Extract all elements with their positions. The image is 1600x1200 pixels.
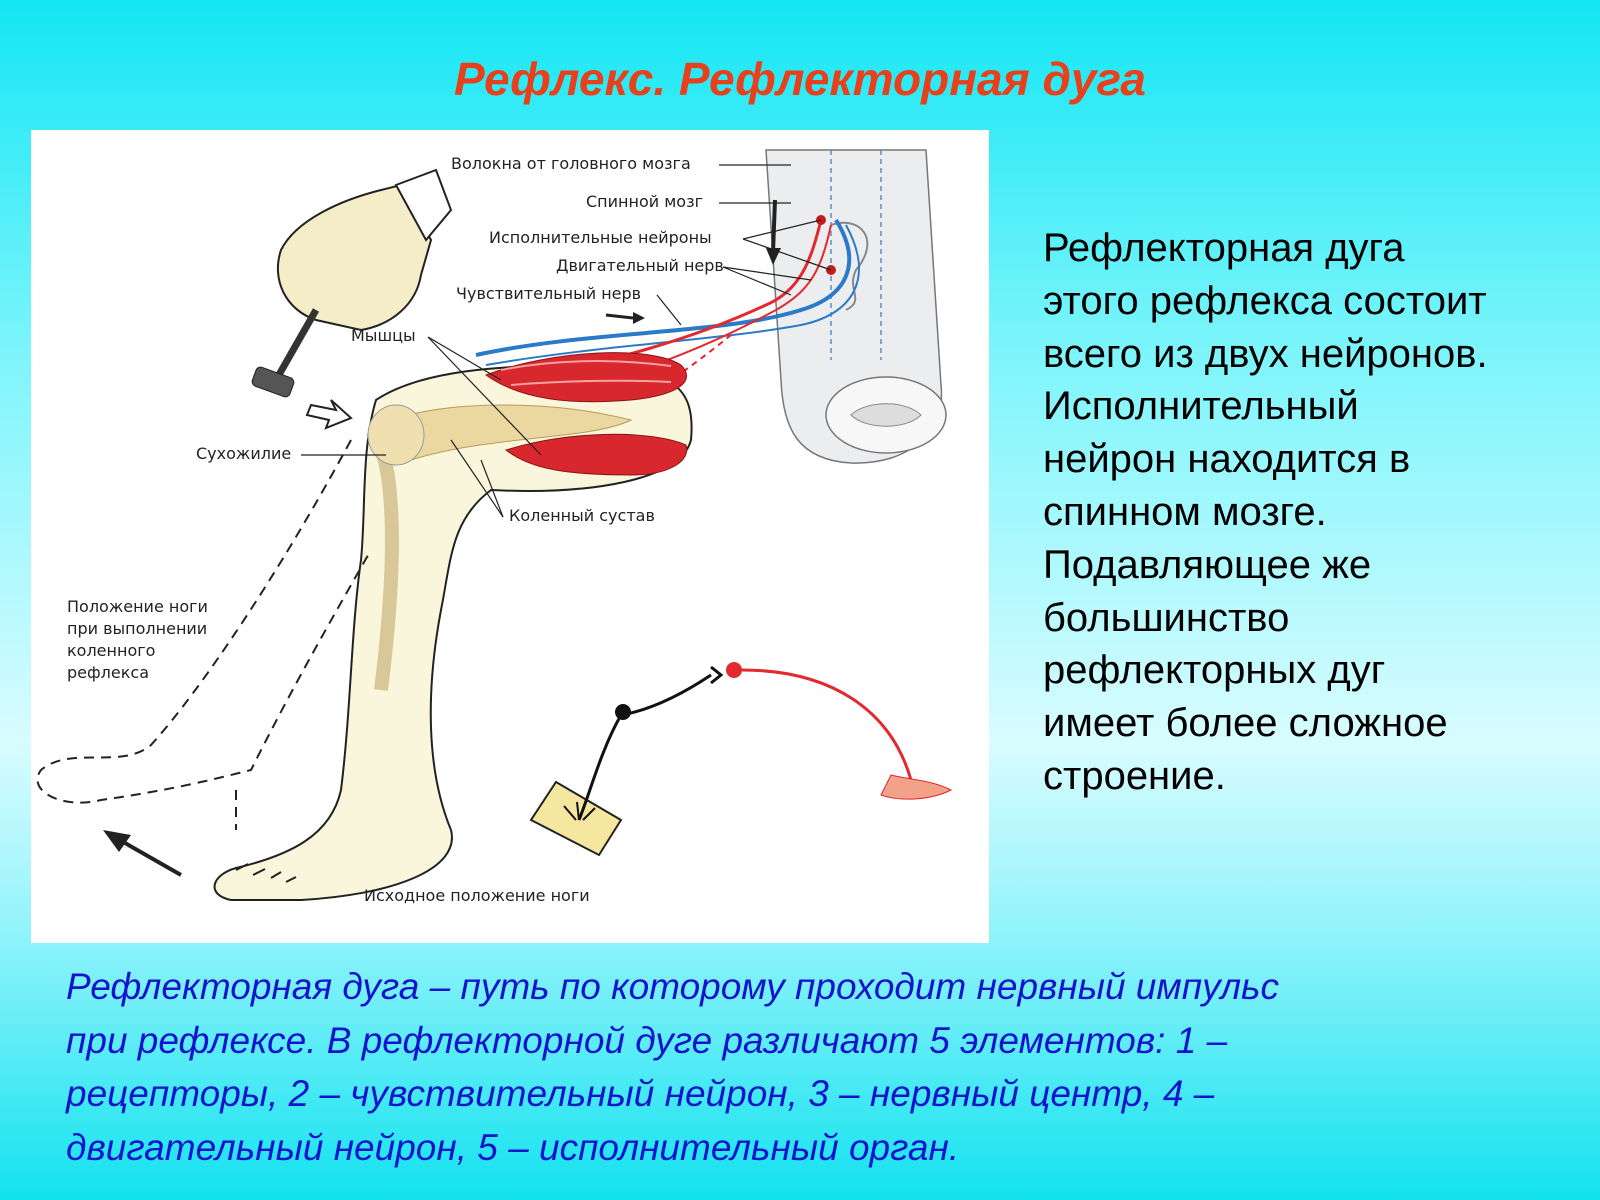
label-brain-fibers: Волокна от головного мозга xyxy=(451,154,691,173)
side-line: рефлекторных дуг xyxy=(1043,648,1386,693)
reflex-arc-figure: Волокна от головного мозга Спинной мозг … xyxy=(31,130,989,943)
muscles-drawing xyxy=(484,352,688,476)
leg-drawing xyxy=(213,363,693,901)
label-tendon: Сухожилие xyxy=(196,444,291,463)
label-sensory-nerve: Чувствительный нерв xyxy=(456,284,641,303)
definition-caption: Рефлекторная дуга – путь по которому про… xyxy=(66,960,1566,1175)
label-muscles: Мышцы xyxy=(351,326,416,345)
side-line: имеет более сложное xyxy=(1043,701,1448,746)
side-line: большинство xyxy=(1043,595,1290,640)
knee-reflex-illustration: Волокна от головного мозга Спинной мозг … xyxy=(36,149,953,905)
caption-line: при рефлексе. В рефлекторной дуге различ… xyxy=(66,1019,1228,1061)
hammer-icon xyxy=(251,308,320,398)
side-description: Рефлекторная дуга этого рефлекса состоит… xyxy=(1043,222,1563,803)
caption-line: двигательный нейрон, 5 – исполнительный … xyxy=(66,1126,960,1168)
side-line: строение. xyxy=(1043,753,1226,798)
neuron-schema xyxy=(529,662,953,857)
hand-icon xyxy=(276,168,453,332)
side-line: Рефлекторная дуга xyxy=(1043,226,1405,270)
slide-title: Рефлекс. Рефлекторная дуга xyxy=(453,53,1147,105)
leader-lines xyxy=(301,164,832,518)
spinal-cord-drawing xyxy=(765,149,947,464)
caption-line: Рефлекторная дуга – путь по которому про… xyxy=(66,966,1280,1007)
label-knee-joint: Коленный сустав xyxy=(509,506,655,525)
label-spinal-cord: Спинной мозг xyxy=(586,192,703,211)
label-initial-position: Исходное положение ноги xyxy=(364,886,590,905)
side-line: нейрон находится в xyxy=(1043,437,1411,482)
label-leg-position-1: Положение ноги xyxy=(67,597,208,616)
side-line: этого рефлекса состоит xyxy=(1043,278,1487,323)
label-executive-neurons: Исполнительные нейроны xyxy=(489,228,712,247)
side-line: Подавляющее же xyxy=(1043,542,1372,587)
label-leg-position-2: при выполнении xyxy=(67,619,207,638)
side-line: всего из двух нейронов. xyxy=(1043,331,1488,376)
label-motor-nerve: Двигательный нерв xyxy=(556,256,724,275)
label-leg-position-3: коленного xyxy=(67,641,155,660)
reflex-leg-outline xyxy=(36,439,372,830)
side-line: Исполнительный xyxy=(1043,384,1359,429)
caption-line: рецепторы, 2 – чувствительный нейрон, 3 … xyxy=(66,1073,1215,1115)
label-leg-position-4: рефлекса xyxy=(67,663,149,682)
side-line: спинном мозге. xyxy=(1043,489,1327,534)
